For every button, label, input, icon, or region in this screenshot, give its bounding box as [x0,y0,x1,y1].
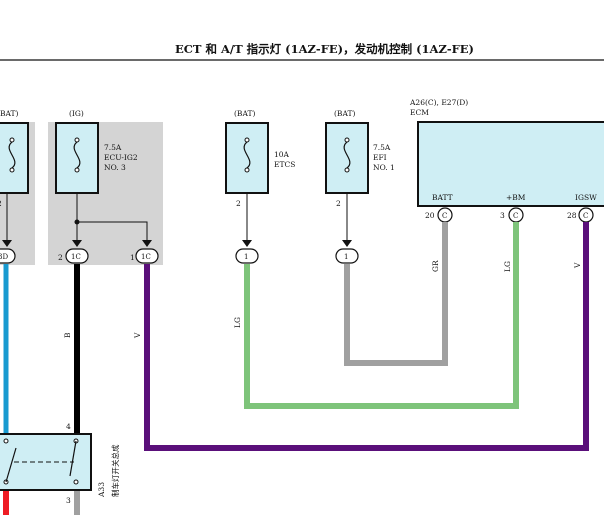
svg-text:2: 2 [336,199,341,208]
ig-fuse-name: ECU-IG2 [104,153,138,162]
etcs-fuse-box [225,122,269,194]
ig-connector-left [65,248,89,264]
wire-label-v-ecm: V [573,262,582,269]
svg-text:1: 1 [130,253,135,262]
ecm-ref: A26(C), E27(D) [409,98,468,107]
ecm-terminal-igsw: IGSW [575,193,597,202]
efi-fuse-name: EFI [373,153,387,162]
svg-text:2: 2 [58,253,63,262]
switch-name: 制车灯开关总成 [110,444,120,497]
wire-green [244,222,519,409]
svg-text:1C: 1C [71,253,81,261]
wire-label-b: B [63,332,72,338]
diagram-title: ECT 和 A/T 指示灯 (1AZ-FE)，发动机控制 (1AZ-FE) [175,42,474,56]
svg-text:3: 3 [500,211,505,220]
left-supply-label: BAT) [0,109,19,118]
svg-text:20: 20 [425,211,435,220]
left-fuse-icon [8,141,16,169]
ig-fuse-box [55,122,99,194]
efi-supply-label: (BAT) [334,109,355,118]
wire-label-lg: LG [233,317,242,328]
wire-label-lg-ecm: LG [503,261,512,272]
ecm-terminal-bm: +BM [506,193,526,202]
switch-contact-left [5,447,17,483]
svg-text:C: C [583,212,588,220]
wire-violet [144,222,589,451]
etcs-fuse-icon [243,141,251,169]
left-pin: 2 [0,199,2,208]
svg-text:1: 1 [344,253,348,261]
svg-text:3D: 3D [0,253,8,261]
ecm-box [417,121,604,207]
ig-fuse-number: NO. 3 [104,163,126,172]
svg-text:28: 28 [567,211,577,220]
etcs-supply-label: (BAT) [234,109,255,118]
wire-label-gr: GR [431,260,440,272]
efi-fuse-icon [343,141,351,169]
etcs-fuse-rating: 10A [274,150,290,159]
efi-fuse-box [325,122,369,194]
switch-contact-right [69,440,77,477]
etcs-fuse-name: ETCS [274,160,295,169]
svg-text:4: 4 [66,422,71,431]
ecm-terminal-batt: BATT [432,193,453,202]
wire-label-v-left: V [133,332,142,339]
svg-text:C: C [513,212,518,220]
wire-gray [344,222,448,366]
ecm-name: ECM [410,108,429,117]
efi-fuse-number: NO. 1 [373,163,395,172]
svg-text:1C: 1C [141,253,151,261]
ig-fuse-rating: 7.5A [104,143,122,152]
left-connector [0,248,16,264]
svg-text:2: 2 [236,199,241,208]
efi-connector [335,248,359,264]
svg-text:3: 3 [66,496,71,505]
efi-fuse-rating: 7.5A [373,143,391,152]
etcs-connector [235,248,259,264]
svg-text:C: C [442,212,447,220]
switch-ref: A33 [97,482,106,498]
ig-fuse-icon [73,141,81,169]
svg-text:1: 1 [244,253,248,261]
ig-connector-right [135,248,159,264]
ig-supply-label: (IG) [69,109,84,118]
